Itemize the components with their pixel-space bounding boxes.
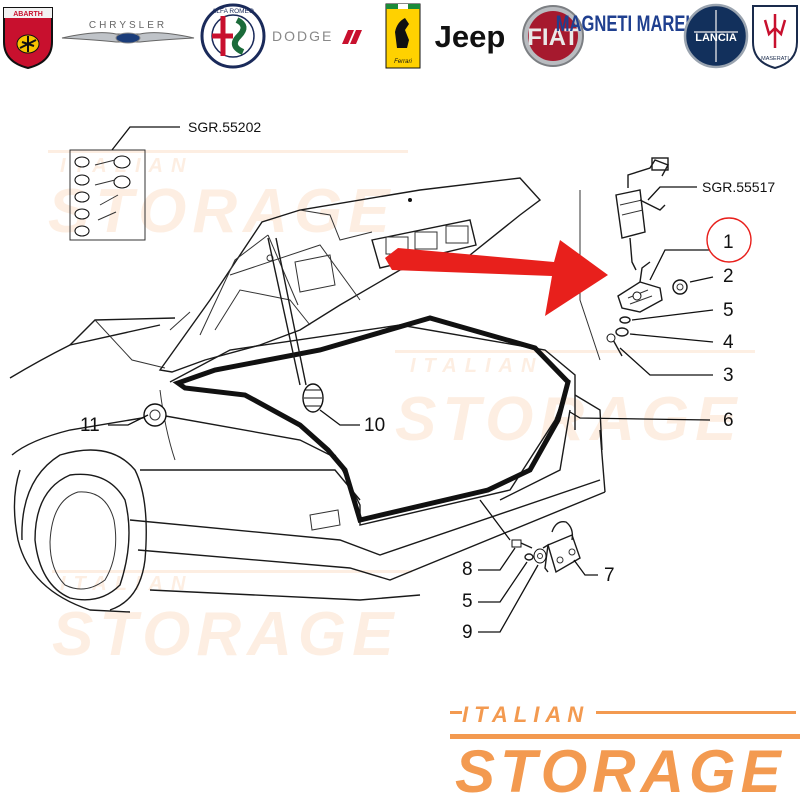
svg-text:CHRYSLER: CHRYSLER bbox=[89, 20, 167, 31]
maserati-logo-icon: MASERATI bbox=[752, 5, 798, 70]
nut-part-2 bbox=[672, 279, 688, 295]
callout-5-lower: 5 bbox=[462, 591, 473, 612]
side-panel-line bbox=[579, 190, 601, 361]
watermark-top: ITALIAN STORAGE bbox=[48, 150, 408, 246]
callout-6: 6 bbox=[723, 410, 734, 431]
svg-text:Jeep: Jeep bbox=[435, 19, 506, 54]
callout-10: 10 bbox=[364, 415, 385, 436]
ferrari-logo-icon: Ferrari bbox=[385, 3, 421, 69]
dodge-logo-icon: DODGE bbox=[272, 28, 362, 44]
washer-part-4 bbox=[615, 327, 629, 337]
callout-5: 5 bbox=[723, 300, 734, 321]
fiat-logo-icon: FIAT bbox=[522, 5, 584, 67]
lock-actuator-sgr55517 bbox=[615, 157, 669, 271]
callout-9: 9 bbox=[462, 622, 473, 643]
svg-text:ITALIAN: ITALIAN bbox=[462, 702, 589, 727]
bolt-part-8 bbox=[511, 539, 533, 549]
callout-highlight-circle bbox=[706, 217, 752, 263]
grommet-part-11 bbox=[143, 403, 167, 427]
lancia-logo-icon: LANCIA bbox=[683, 3, 749, 69]
brand-logo-bar: ABARTH CHRYSLER ALFA ROMEO DODGE Ferrari… bbox=[3, 3, 798, 70]
lock-assembly-part-1 bbox=[617, 261, 663, 313]
callout-7: 7 bbox=[604, 565, 615, 586]
trunk-seal bbox=[172, 315, 571, 523]
svg-text:FIAT: FIAT bbox=[527, 24, 579, 51]
group-ref-sgr55517: SGR.55517 bbox=[702, 179, 775, 195]
chrysler-logo-icon: CHRYSLER bbox=[61, 20, 195, 44]
lock-cylinder-set-sgr55202 bbox=[69, 149, 146, 241]
svg-text:MASERATI: MASERATI bbox=[761, 56, 789, 62]
screw-part-3 bbox=[606, 333, 623, 357]
trunk-lid bbox=[158, 177, 542, 386]
abarth-logo-icon: ABARTH bbox=[3, 7, 53, 70]
group-ref-sgr55202: SGR.55202 bbox=[188, 119, 261, 135]
svg-text:STORAGE: STORAGE bbox=[48, 177, 395, 246]
washer-part-9 bbox=[533, 548, 547, 564]
svg-text:LANCIA: LANCIA bbox=[695, 32, 737, 44]
jeep-logo-icon: Jeep bbox=[435, 19, 506, 54]
leader-lines bbox=[108, 126, 714, 633]
callout-4: 4 bbox=[723, 332, 734, 353]
callout-2: 2 bbox=[723, 266, 734, 287]
callout-8: 8 bbox=[462, 559, 473, 580]
svg-text:ALFA ROMEO: ALFA ROMEO bbox=[212, 8, 254, 15]
alfa-romeo-logo-icon: ALFA ROMEO bbox=[200, 3, 266, 69]
callout-1: 1 bbox=[723, 232, 734, 253]
washer-part-5 bbox=[619, 316, 631, 324]
lock-location-arrow bbox=[385, 240, 608, 316]
svg-text:ABARTH: ABARTH bbox=[13, 11, 43, 18]
callout-11: 11 bbox=[80, 415, 100, 436]
svg-text:DODGE: DODGE bbox=[272, 28, 333, 44]
italian-storage-logo: ITALIAN STORAGE bbox=[450, 702, 800, 800]
svg-text:Ferrari: Ferrari bbox=[394, 59, 412, 65]
watermark-lower: ITALIAN STORAGE bbox=[52, 570, 412, 669]
washer-part-5b bbox=[524, 553, 534, 561]
striker-part-7 bbox=[542, 521, 581, 574]
callout-3: 3 bbox=[723, 365, 734, 386]
bump-stop-part-10 bbox=[302, 383, 324, 413]
svg-text:STORAGE: STORAGE bbox=[455, 738, 786, 800]
svg-text:ITALIAN: ITALIAN bbox=[410, 355, 543, 377]
